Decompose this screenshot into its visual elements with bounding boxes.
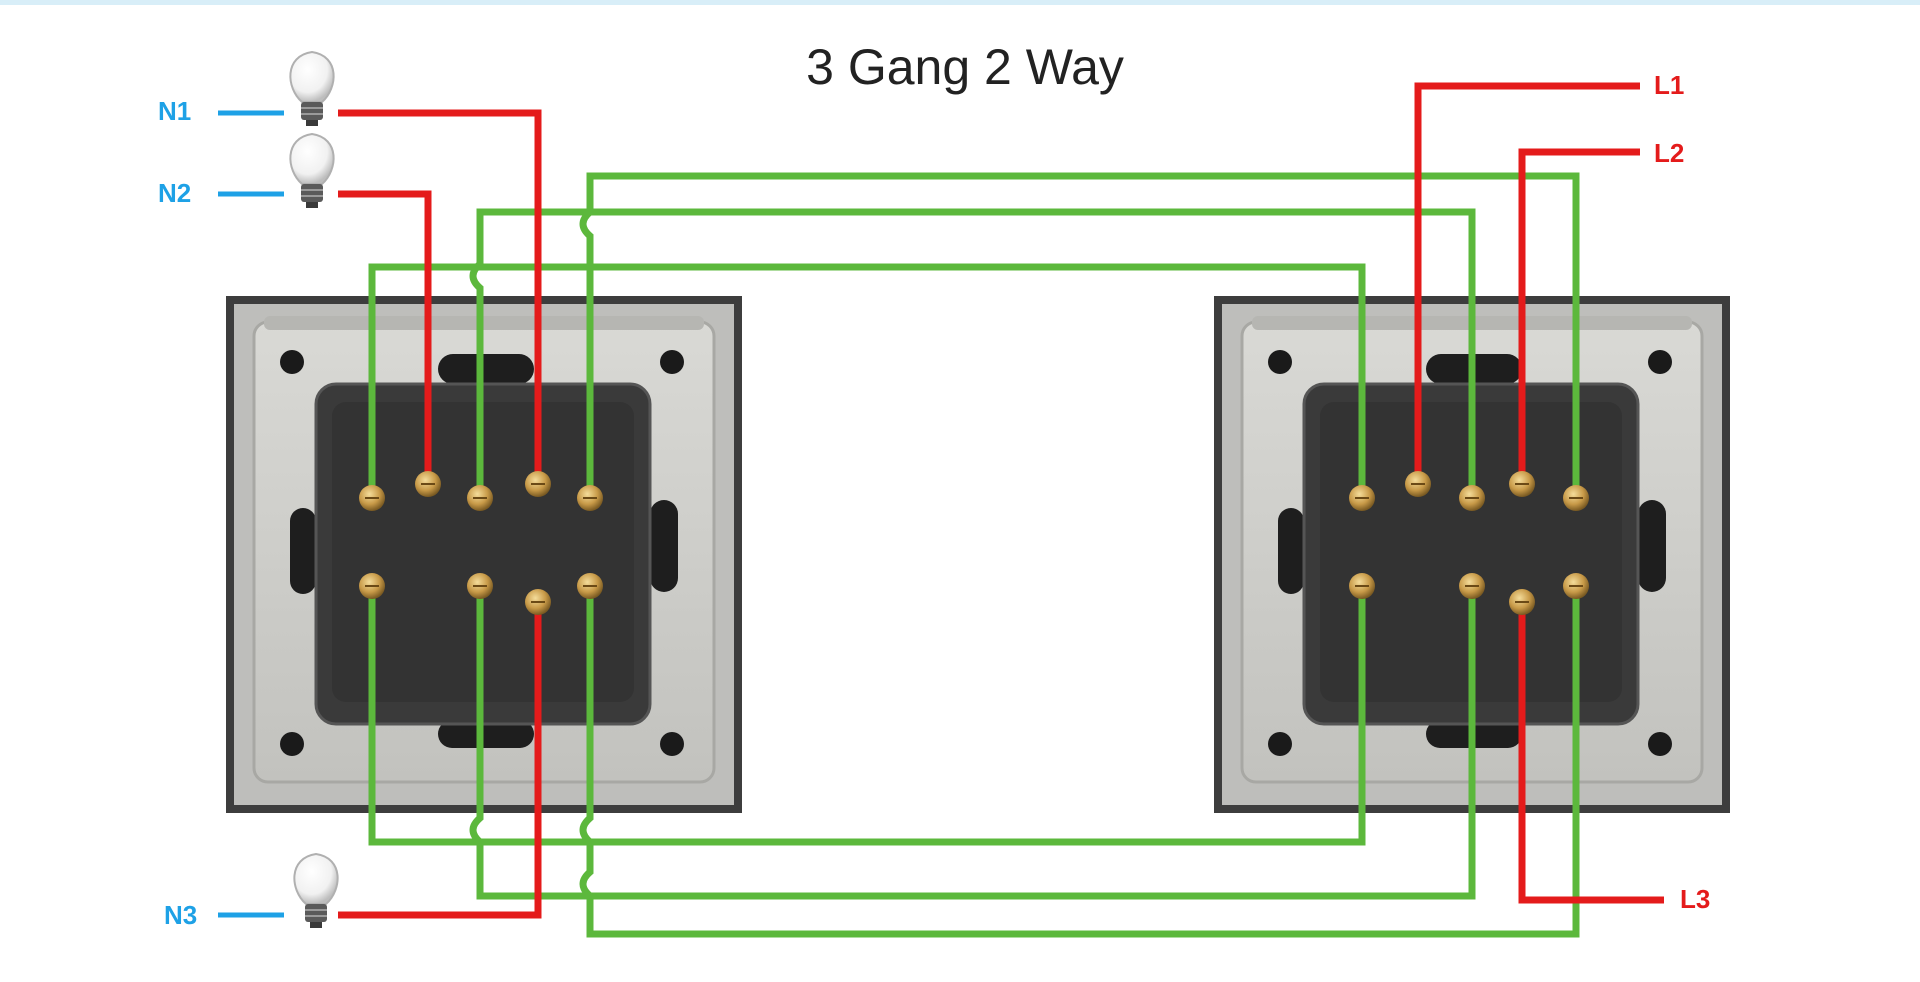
label-n1: N1 xyxy=(158,96,192,126)
terminal-screw-icon xyxy=(577,485,603,511)
terminal-screw-icon xyxy=(1349,573,1375,599)
label-l1: L1 xyxy=(1654,70,1685,100)
traveller-wire-top-1 xyxy=(368,263,1366,498)
mounting-hole-icon xyxy=(280,350,304,374)
right-slot xyxy=(1638,500,1666,592)
terminal-screw-icon xyxy=(1349,485,1375,511)
label-l2: L2 xyxy=(1654,138,1685,168)
terminal-screw-icon xyxy=(577,573,603,599)
bottom-clip xyxy=(438,720,534,748)
terminal-screw-icon xyxy=(1459,485,1485,511)
bulb-icon xyxy=(293,852,339,928)
terminals-right xyxy=(1349,471,1589,615)
terminal-screw-icon xyxy=(1509,589,1535,615)
top-border xyxy=(0,0,1920,5)
diagram-title: 3 Gang 2 Way xyxy=(806,39,1124,95)
live-wire-l3 xyxy=(1518,602,1664,904)
terminal-screw-icon xyxy=(359,573,385,599)
mounting-hole-icon xyxy=(1648,350,1672,374)
traveller-wire-top-2 xyxy=(469,208,1476,498)
top-clip xyxy=(438,354,534,384)
traveller-wire-bottom-3 xyxy=(579,586,1580,938)
live-wire-l2 xyxy=(1518,148,1640,484)
bulb-icon xyxy=(289,50,335,126)
bulb-icon xyxy=(289,132,335,208)
traveller-wires xyxy=(368,172,1580,938)
mounting-hole-icon xyxy=(280,732,304,756)
switched-wire-n3 xyxy=(338,602,542,919)
traveller-wire-bottom-2 xyxy=(469,586,1476,900)
terminal-screw-icon xyxy=(467,573,493,599)
left-switch xyxy=(226,296,742,813)
traveller-wire-bottom-1 xyxy=(368,586,1366,846)
terminal-screw-icon xyxy=(1563,485,1589,511)
terminal-screw-icon xyxy=(1459,573,1485,599)
switched-wire-n2 xyxy=(338,190,432,484)
live-wire-l1 xyxy=(1414,82,1640,484)
left-slot xyxy=(1278,508,1304,594)
label-l3: L3 xyxy=(1680,884,1711,914)
terminal-screw-icon xyxy=(525,589,551,615)
terminal-screw-icon xyxy=(525,471,551,497)
mounting-hole-icon xyxy=(1268,732,1292,756)
terminal-screw-icon xyxy=(1509,471,1535,497)
live-wires xyxy=(338,82,1664,919)
terminal-screw-icon xyxy=(467,485,493,511)
terminal-screw-icon xyxy=(415,471,441,497)
switched-wire-n1 xyxy=(338,109,542,484)
terminal-screw-icon xyxy=(1563,573,1589,599)
label-n3: N3 xyxy=(164,900,198,930)
neutral-wires xyxy=(218,110,284,918)
mounting-hole-icon xyxy=(1648,732,1672,756)
left-slot xyxy=(290,508,316,594)
mounting-hole-icon xyxy=(1268,350,1292,374)
terminals-left xyxy=(359,471,603,615)
mechanism-inner xyxy=(332,402,634,702)
traveller-wire-top-3 xyxy=(579,172,1580,498)
terminal-screw-icon xyxy=(1405,471,1431,497)
right-slot xyxy=(650,500,678,592)
terminal-screw-icon xyxy=(359,485,385,511)
mounting-hole-icon xyxy=(660,350,684,374)
mounting-hole-icon xyxy=(660,732,684,756)
switch-inner-lip xyxy=(264,316,704,330)
label-n2: N2 xyxy=(158,178,192,208)
mechanism-inner xyxy=(1320,402,1622,702)
